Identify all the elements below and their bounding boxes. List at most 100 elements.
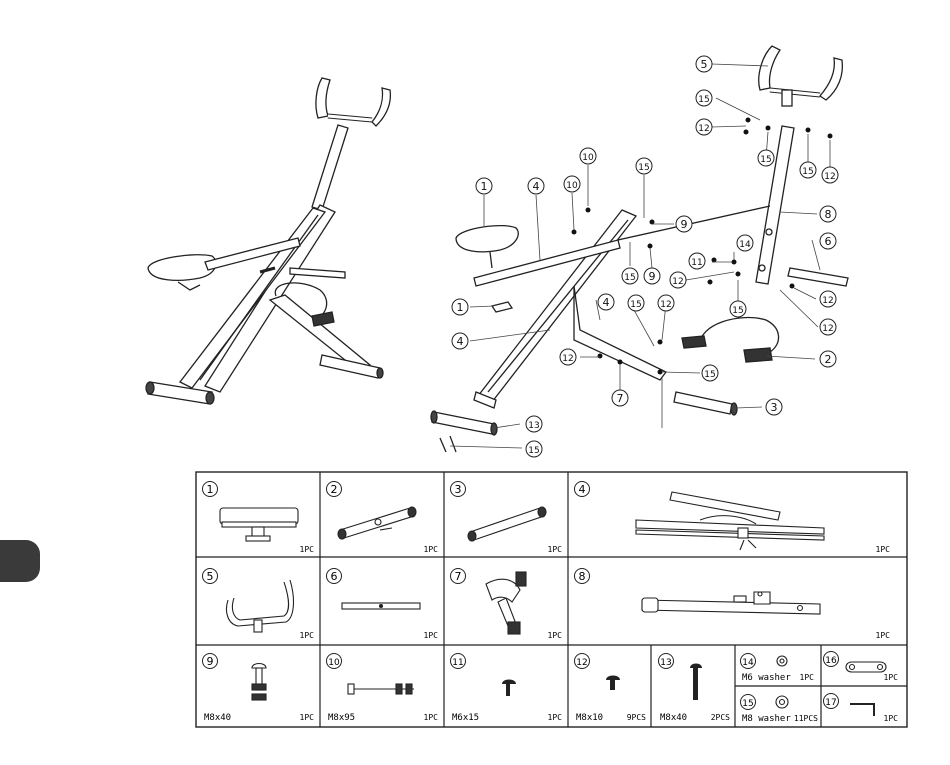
part-quantity: 1PC (424, 631, 439, 640)
callout-15: 15 (730, 301, 746, 317)
callout-6: 6 (820, 233, 836, 249)
callout-15: 15 (636, 158, 652, 174)
part-quantity: 1PC (548, 545, 563, 554)
callout-text: 4 (533, 180, 540, 193)
part-spec: M8 washer (742, 714, 791, 724)
callout-text: 6 (825, 235, 832, 248)
part-6-cross-tube-drawing (342, 603, 420, 609)
part-number: 8 (579, 570, 586, 583)
part-quantity: 1PC (548, 631, 563, 640)
callout-12: 12 (820, 319, 836, 335)
callout-text: 13 (528, 421, 539, 431)
callout-text: 15 (630, 300, 641, 310)
callout-text: 15 (802, 167, 813, 177)
callout-text: 2 (825, 353, 832, 366)
callout-text: 10 (582, 153, 594, 163)
part-quantity: 1PC (884, 714, 899, 723)
part-number: 7 (455, 570, 462, 583)
part-spec: M6x15 (452, 713, 479, 723)
callout-text: 3 (771, 401, 778, 414)
part-quantity: 1PC (876, 545, 891, 554)
callout-15: 15 (758, 150, 774, 166)
part-number: 5 (207, 570, 214, 583)
part-number: 3 (455, 483, 462, 496)
callout-text: 5 (701, 58, 708, 71)
callout-12: 12 (822, 167, 838, 183)
callout-text: 15 (624, 273, 635, 283)
part-spec: M8x40 (660, 713, 687, 723)
part-quantity: 1PC (300, 545, 315, 554)
callout-12: 12 (696, 119, 712, 135)
callout-12: 12 (820, 291, 836, 307)
part-number: 12 (576, 658, 587, 668)
parts-list-table (196, 472, 907, 727)
part-quantity: 1PC (800, 673, 815, 682)
callout-text: 4 (457, 335, 464, 348)
callout-11: 11 (689, 253, 705, 269)
part-number: 1 (207, 483, 214, 496)
callout-text: 8 (825, 208, 832, 221)
callout-15: 15 (800, 162, 816, 178)
callout-text: 12 (672, 277, 683, 287)
exploded-view-illustration (431, 46, 848, 452)
part-number: 6 (331, 570, 338, 583)
callout-15: 15 (628, 295, 644, 311)
callout-text: 12 (822, 296, 833, 306)
part-number: 9 (207, 655, 214, 668)
callout-4: 4 (598, 294, 614, 310)
callout-15: 15 (702, 365, 718, 381)
callout-10: 10 (580, 148, 596, 164)
part-quantity: 11PCS (794, 714, 818, 723)
part-spec: M8x10 (576, 713, 603, 723)
part-quantity: 2PCS (711, 713, 730, 722)
part-quantity: 1PC (876, 631, 891, 640)
callout-15: 15 (696, 90, 712, 106)
callout-text: 15 (638, 163, 649, 173)
part-quantity: 1PC (424, 545, 439, 554)
callout-text: 15 (698, 95, 709, 105)
part-number: 17 (825, 698, 836, 708)
callout-text: 9 (649, 270, 656, 283)
callout-text: 12 (660, 300, 671, 310)
callout-text: 1 (481, 180, 488, 193)
part-quantity: 1PC (548, 713, 563, 722)
callout-text: 1 (457, 301, 464, 314)
callout-text: 10 (566, 181, 578, 191)
part-number: 4 (579, 483, 586, 496)
callout-text: 14 (739, 240, 751, 250)
part-quantity: 1PC (884, 673, 899, 682)
callout-15: 15 (622, 268, 638, 284)
callout-text: 15 (528, 446, 539, 456)
part-spec: M8x95 (328, 713, 355, 723)
callout-8: 8 (820, 206, 836, 222)
callout-13: 13 (526, 416, 542, 432)
callout-text: 15 (732, 306, 743, 316)
callout-text: 15 (704, 370, 715, 380)
callout-text: 7 (617, 392, 624, 405)
callout-10: 10 (564, 176, 580, 192)
callout-4: 4 (528, 178, 544, 194)
part-number: 14 (742, 658, 754, 668)
part-number: 16 (825, 656, 837, 666)
part-number: 2 (331, 483, 338, 496)
part-number: 10 (328, 658, 340, 668)
callout-3: 3 (766, 399, 782, 415)
callout-9: 9 (676, 216, 692, 232)
callout-text: 12 (698, 124, 709, 134)
part-number: 11 (452, 658, 463, 668)
callout-1: 1 (452, 299, 468, 315)
callout-7: 7 (612, 390, 628, 406)
part-quantity: 9PCS (627, 713, 646, 722)
callout-text: 12 (824, 172, 835, 182)
part-spec: M8x40 (204, 713, 231, 723)
callout-text: 12 (822, 324, 833, 334)
callout-12: 12 (658, 295, 674, 311)
callout-text: 15 (760, 155, 771, 165)
callout-4: 4 (452, 333, 468, 349)
callout-text: 4 (603, 296, 610, 309)
part-quantity: 1PC (300, 631, 315, 640)
part-number: 13 (660, 658, 671, 668)
callout-2: 2 (820, 351, 836, 367)
